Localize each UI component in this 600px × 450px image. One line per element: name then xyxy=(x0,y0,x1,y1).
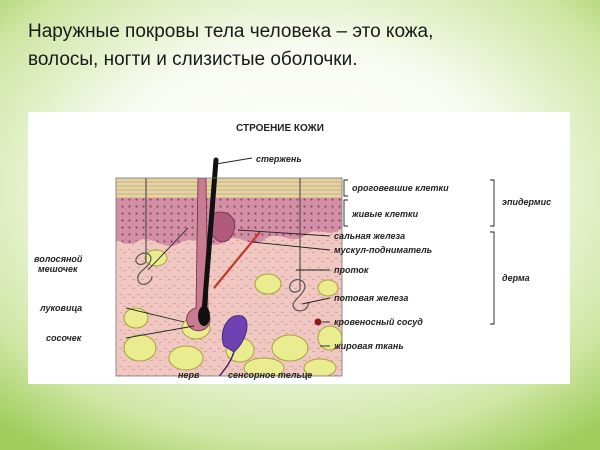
skin-cross-section xyxy=(116,178,342,376)
skin-block-outline xyxy=(115,177,343,377)
sweat-gland-right xyxy=(288,178,309,312)
slide-title-line-2: волосы, ногти и слизистые оболочки. xyxy=(28,49,358,70)
living-bracket xyxy=(343,199,348,227)
label-epidermis: эпидермис xyxy=(502,197,551,207)
sensory-corpuscle xyxy=(221,315,248,353)
label-sweat-gland: потовая железа xyxy=(334,293,408,303)
label-hair-follicle-line-1: волосяной xyxy=(34,254,83,264)
blood-vessel-dot xyxy=(314,318,322,326)
label-duct: проток xyxy=(334,265,369,275)
label-dermis: дерма xyxy=(502,273,530,283)
skin-structure-diagram: СТРОЕНИЕ КОЖИ xyxy=(34,123,551,380)
epidermis-bracket xyxy=(490,179,495,227)
leader-lines xyxy=(125,157,331,347)
slide-title-line-1: Наружные покровы тела человека – это кож… xyxy=(28,21,434,42)
dermis-bracket xyxy=(490,231,495,325)
label-shaft: стержень xyxy=(256,154,302,164)
arrector-muscle xyxy=(213,231,261,289)
label-arrector-muscle: мускул-подниматель xyxy=(334,245,432,255)
horny-bracket xyxy=(343,179,348,197)
sebaceous-gland xyxy=(211,211,236,243)
hair-shaft xyxy=(201,157,219,315)
sweat-gland-left xyxy=(135,178,153,285)
label-sebaceous-gland: сальная железа xyxy=(334,231,405,241)
diagram-title: СТРОЕНИЕ КОЖИ xyxy=(236,123,324,134)
label-hair-follicle-line-2: мешочек xyxy=(38,264,78,274)
slide-title: Наружные покровы тела человека – это кож… xyxy=(28,18,578,74)
label-fat-tissue: жировая ткань xyxy=(333,341,404,351)
label-sensory-corpuscle: сенсорное тельце xyxy=(228,370,312,380)
label-bulb: луковица xyxy=(39,303,82,313)
nerve-fiber xyxy=(218,351,235,376)
horny-cells-layer xyxy=(116,178,342,198)
label-living-cells: живые клетки xyxy=(351,209,419,219)
label-horny-cells: ороговевшие клетки xyxy=(352,183,449,193)
label-blood-vessel: кровеносный сосуд xyxy=(334,317,423,327)
label-papilla: сосочек xyxy=(46,333,82,343)
skin-structure-panel: СТРОЕНИЕ КОЖИ xyxy=(28,112,570,384)
label-nerve: нерв xyxy=(178,370,200,380)
hair-bulb xyxy=(198,306,210,326)
